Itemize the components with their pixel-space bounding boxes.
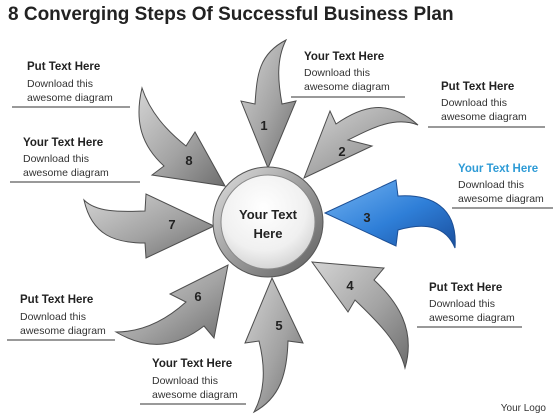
arrow-step-1: 1 bbox=[240, 38, 297, 170]
arrow-step-6: 6 bbox=[114, 264, 229, 345]
text-block-8-line2: awesome diagram bbox=[27, 92, 113, 104]
text-block-8-line1: Download this bbox=[27, 78, 93, 90]
text-block-1: Your Text Here Download this awesome dia… bbox=[291, 51, 405, 98]
text-block-4-line2: awesome diagram bbox=[429, 312, 515, 324]
text-block-5-line2: awesome diagram bbox=[152, 389, 238, 401]
text-block-2-line2: awesome diagram bbox=[441, 111, 527, 123]
arrow-step-5: 5 bbox=[244, 276, 304, 414]
arrow-step-7-number: 7 bbox=[168, 217, 175, 232]
text-block-6: Put Text Here Download this awesome diag… bbox=[7, 294, 115, 341]
text-block-6-title: Put Text Here bbox=[20, 294, 93, 306]
text-block-6-line2: awesome diagram bbox=[20, 325, 106, 337]
text-block-1-line2: awesome diagram bbox=[304, 81, 390, 93]
arrow-step-7: 7 bbox=[83, 193, 216, 259]
logo-text: Your Logo bbox=[500, 403, 546, 414]
text-block-3-title: Your Text Here bbox=[458, 163, 538, 175]
text-block-4: Put Text Here Download this awesome diag… bbox=[417, 282, 522, 328]
arrow-step-8: 8 bbox=[138, 86, 226, 187]
text-block-2: Put Text Here Download this awesome diag… bbox=[428, 81, 545, 128]
text-block-7-title: Your Text Here bbox=[23, 137, 103, 149]
text-block-2-title: Put Text Here bbox=[441, 81, 514, 93]
text-block-5: Your Text Here Download this awesome dia… bbox=[140, 358, 246, 405]
text-block-7: Your Text Here Download this awesome dia… bbox=[10, 137, 140, 183]
text-block-1-title: Your Text Here bbox=[304, 51, 384, 63]
text-block-3-line2: awesome diagram bbox=[458, 193, 544, 205]
arrow-step-3-highlight: 3 bbox=[323, 179, 456, 249]
center-circle: Your Text Here bbox=[212, 166, 324, 278]
arrow-step-2: 2 bbox=[303, 107, 419, 179]
center-text-line2: Here bbox=[254, 226, 283, 241]
page-title: 8 Converging Steps Of Successful Busines… bbox=[8, 4, 454, 25]
arrow-step-3-number: 3 bbox=[363, 210, 370, 225]
text-block-3-line1: Download this bbox=[458, 179, 524, 191]
text-block-7-line1: Download this bbox=[23, 153, 89, 165]
text-block-8-title: Put Text Here bbox=[27, 61, 100, 73]
text-block-4-line1: Download this bbox=[429, 298, 495, 310]
arrow-step-6-number: 6 bbox=[194, 289, 201, 304]
text-block-1-line1: Download this bbox=[304, 67, 370, 79]
text-block-4-title: Put Text Here bbox=[429, 282, 502, 294]
text-block-5-title: Your Text Here bbox=[152, 358, 232, 370]
center-text-line1: Your Text bbox=[239, 207, 298, 222]
arrow-step-8-number: 8 bbox=[185, 153, 192, 168]
text-block-7-line2: awesome diagram bbox=[23, 167, 109, 179]
text-block-3-highlight: Your Text Here Download this awesome dia… bbox=[452, 163, 553, 209]
arrow-step-1-number: 1 bbox=[260, 118, 267, 133]
arrow-step-5-number: 5 bbox=[275, 318, 282, 333]
text-block-2-line1: Download this bbox=[441, 97, 507, 109]
arrow-step-4: 4 bbox=[310, 261, 409, 370]
text-block-8: Put Text Here Download this awesome diag… bbox=[12, 61, 130, 108]
text-block-6-line1: Download this bbox=[20, 311, 86, 323]
arrow-step-2-number: 2 bbox=[338, 144, 345, 159]
text-block-5-line1: Download this bbox=[152, 375, 218, 387]
arrow-step-4-number: 4 bbox=[346, 278, 354, 293]
